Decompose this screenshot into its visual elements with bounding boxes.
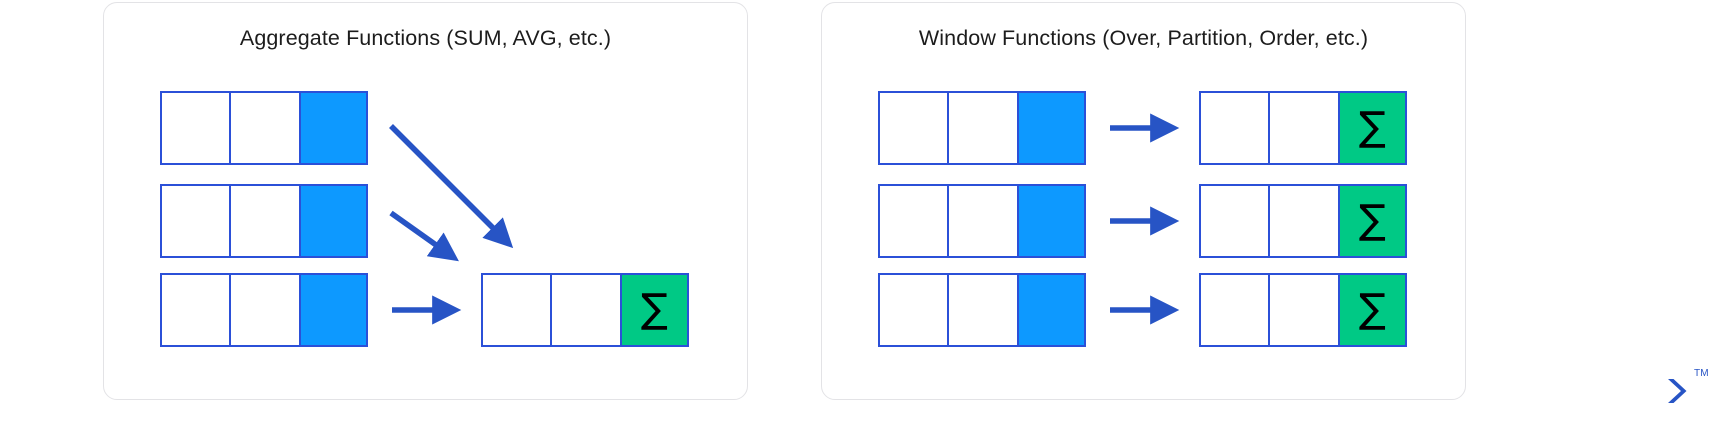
sigma-icon: ∑ bbox=[1358, 197, 1386, 243]
table-cell-highlight bbox=[1016, 273, 1086, 347]
window-input-row-2 bbox=[878, 184, 1086, 258]
sigma-icon: ∑ bbox=[1358, 286, 1386, 332]
window-input-row-1 bbox=[878, 91, 1086, 165]
table-cell bbox=[947, 91, 1019, 165]
arrow-window-row1 bbox=[1110, 113, 1180, 143]
brand-logo: TM bbox=[1664, 368, 1716, 408]
table-cell-aggregate-result: ∑ bbox=[619, 273, 689, 347]
window-output-row-1: ∑ bbox=[1199, 91, 1407, 165]
table-cell bbox=[1199, 91, 1271, 165]
table-cell-highlight bbox=[298, 273, 368, 347]
table-cell bbox=[947, 184, 1019, 258]
table-cell-highlight bbox=[1016, 184, 1086, 258]
table-cell bbox=[1199, 273, 1271, 347]
aggregate-input-row-2 bbox=[160, 184, 368, 258]
table-cell bbox=[1199, 184, 1271, 258]
table-cell bbox=[481, 273, 553, 347]
panel-title-aggregate: Aggregate Functions (SUM, AVG, etc.) bbox=[239, 26, 612, 50]
trademark-label: TM bbox=[1694, 368, 1709, 379]
table-cell bbox=[1268, 91, 1340, 165]
table-cell bbox=[947, 273, 1019, 347]
arrow-window-row2 bbox=[1110, 206, 1180, 236]
arrow-window-row3 bbox=[1110, 295, 1180, 325]
arrow-aggregate-row2 bbox=[389, 210, 459, 262]
table-cell-window-result: ∑ bbox=[1337, 273, 1407, 347]
table-cell bbox=[160, 91, 232, 165]
table-cell bbox=[1268, 184, 1340, 258]
window-output-row-2: ∑ bbox=[1199, 184, 1407, 258]
table-cell bbox=[229, 184, 301, 258]
table-cell-window-result: ∑ bbox=[1337, 184, 1407, 258]
sigma-icon: ∑ bbox=[1358, 104, 1386, 150]
window-output-row-3: ∑ bbox=[1199, 273, 1407, 347]
table-cell bbox=[160, 273, 232, 347]
table-cell-highlight bbox=[1016, 91, 1086, 165]
aggregate-output-row: ∑ bbox=[481, 273, 689, 347]
panel-title-window: Window Functions (Over, Partition, Order… bbox=[918, 26, 1369, 50]
arrow-aggregate-row3 bbox=[392, 295, 462, 325]
arrow-aggregate-row1 bbox=[389, 124, 514, 249]
window-input-row-3 bbox=[878, 273, 1086, 347]
table-cell-window-result: ∑ bbox=[1337, 91, 1407, 165]
table-cell-highlight bbox=[298, 91, 368, 165]
table-cell bbox=[878, 184, 950, 258]
aggregate-input-row-3 bbox=[160, 273, 368, 347]
table-cell bbox=[229, 91, 301, 165]
table-cell bbox=[160, 184, 232, 258]
table-cell-highlight bbox=[298, 184, 368, 258]
aggregate-input-row-1 bbox=[160, 91, 368, 165]
table-cell bbox=[229, 273, 301, 347]
table-cell bbox=[1268, 273, 1340, 347]
table-cell bbox=[550, 273, 622, 347]
toptal-chevron-icon bbox=[1668, 379, 1687, 403]
table-cell bbox=[878, 273, 950, 347]
sigma-icon: ∑ bbox=[640, 286, 668, 332]
table-cell bbox=[878, 91, 950, 165]
